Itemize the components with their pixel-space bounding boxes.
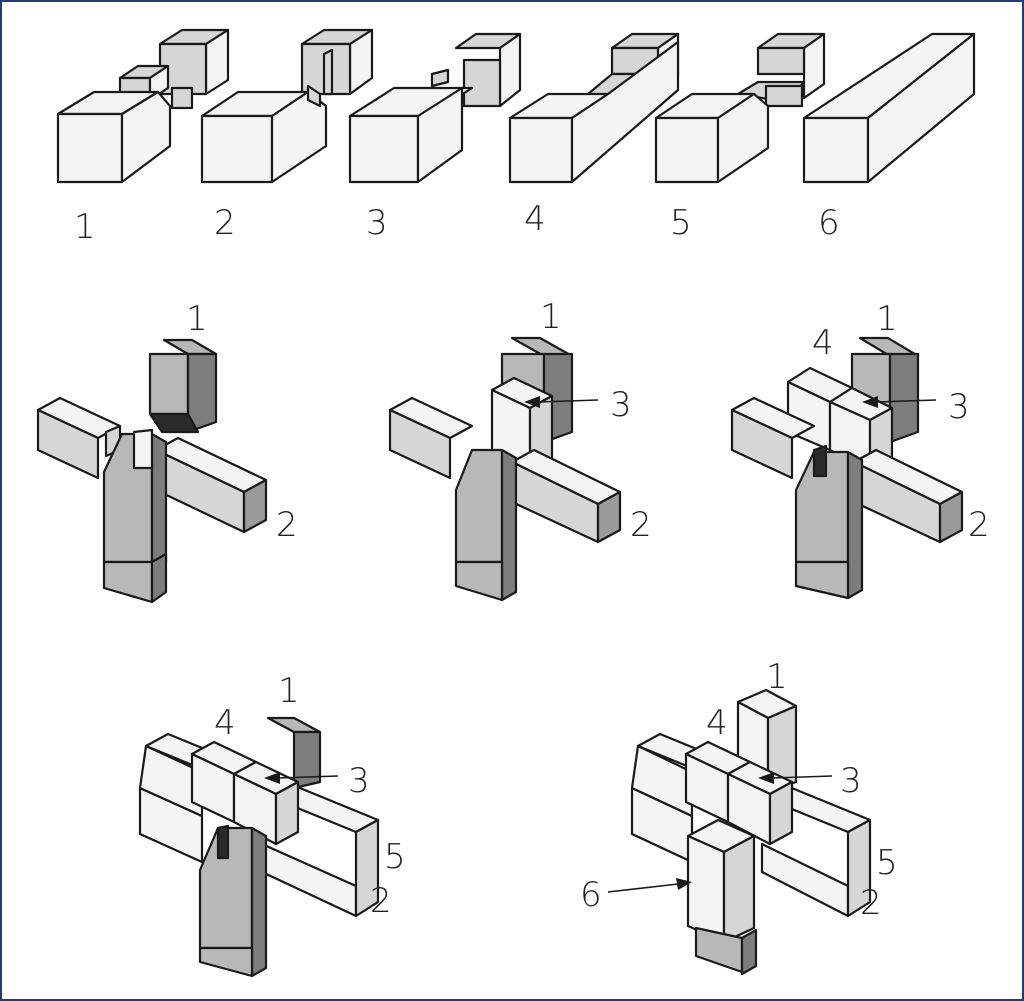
step4-label-5: 5 (384, 837, 406, 877)
piece-5-drawing (654, 32, 826, 184)
step1-label-2: 2 (276, 505, 298, 545)
step1-label-1: 1 (186, 299, 208, 339)
piece-label-1: 1 (74, 207, 96, 247)
assembly-step-2: 1 3 2 (388, 297, 652, 602)
assembly-step-4: 4 1 3 5 2 (138, 671, 406, 978)
step4-label-2: 2 (370, 881, 392, 921)
step2-label-2: 2 (630, 505, 652, 545)
step3-label-1: 1 (876, 299, 898, 339)
step4-label-3: 3 (348, 761, 370, 801)
step5-label-2: 2 (860, 883, 882, 923)
piece-label-4: 4 (524, 199, 546, 239)
step3-label-3: 3 (948, 387, 970, 427)
step5-label-6: 6 (580, 875, 602, 915)
step2-label-1: 1 (540, 297, 562, 337)
piece-2-drawing (200, 28, 374, 184)
step4-label-1: 1 (278, 671, 300, 711)
piece-4-drawing (508, 32, 680, 184)
step3-label-4: 4 (812, 323, 834, 363)
piece-6-drawing (802, 32, 976, 184)
piece-label-5: 5 (670, 203, 692, 243)
piece-label-6: 6 (818, 203, 840, 243)
piece-3-drawing (348, 32, 522, 184)
step5-label-3: 3 (840, 761, 862, 801)
step5-label-4: 4 (706, 703, 728, 743)
piece-label-2: 2 (214, 203, 236, 243)
step4-label-4: 4 (214, 703, 236, 743)
step5-label-1: 1 (766, 657, 788, 697)
top-row-pieces: 1 2 3 4 5 6 (56, 28, 976, 247)
step2-label-3: 3 (610, 385, 632, 425)
step5-label-5: 5 (876, 843, 898, 883)
assembly-step-1: 1 2 (36, 299, 298, 604)
piece-1-drawing (56, 28, 230, 184)
piece-label-3: 3 (366, 203, 388, 243)
assembly-step-3: 4 1 3 2 (730, 299, 990, 600)
step3-label-2: 2 (968, 505, 990, 545)
assembly-step-5: 1 4 3 5 6 2 (580, 657, 898, 976)
